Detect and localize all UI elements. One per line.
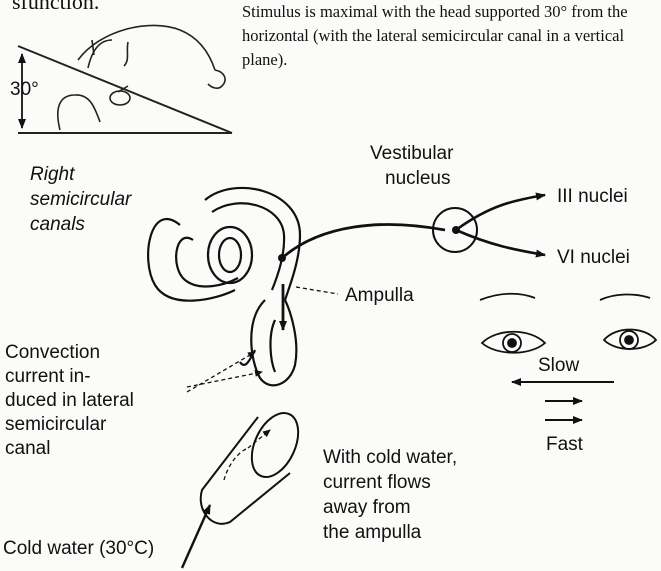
nerve-pathway [282, 225, 445, 258]
cold-water-cylinder [201, 406, 308, 524]
convection-label-5: canal [5, 437, 50, 461]
fast-label: Fast [546, 433, 583, 457]
eyes-illustration [480, 294, 656, 353]
convection-label-2: current in- [5, 365, 91, 389]
header-fragment: sfunction. [12, 0, 99, 14]
semicircular-canals [148, 188, 300, 385]
convection-label-1: Convection [5, 341, 100, 365]
angle-label: 30° [10, 78, 39, 102]
slow-label: Slow [538, 354, 579, 378]
cold-water-note-2: current flows [323, 471, 431, 495]
caption: Stimulus is maximal with the head suppor… [242, 0, 656, 72]
convection-label-4: semicircular [5, 413, 106, 437]
vestibular-label-1: Vestibular [370, 142, 453, 166]
iii-nuclei-label: III nuclei [557, 185, 628, 209]
arrow-to-vi [456, 230, 545, 255]
convection-label-3: duced in lateral [5, 389, 134, 413]
cold-water-note-3: away from [323, 496, 411, 520]
right-canals-label-2: semicircular [30, 188, 131, 212]
right-canals-label-1: Right [30, 163, 74, 187]
cold-water-note-4: the ampulla [323, 521, 421, 545]
vestibular-label-2: nucleus [385, 167, 451, 191]
ampulla-label: Ampulla [345, 284, 414, 308]
head-illustration [18, 25, 232, 133]
cold-water-label: Cold water (30°C) [3, 537, 154, 561]
cold-water-arrow [182, 505, 210, 568]
vi-nuclei-label: VI nuclei [557, 246, 630, 270]
cold-water-note-1: With cold water, [323, 446, 457, 470]
right-canals-label-3: canals [30, 213, 85, 237]
